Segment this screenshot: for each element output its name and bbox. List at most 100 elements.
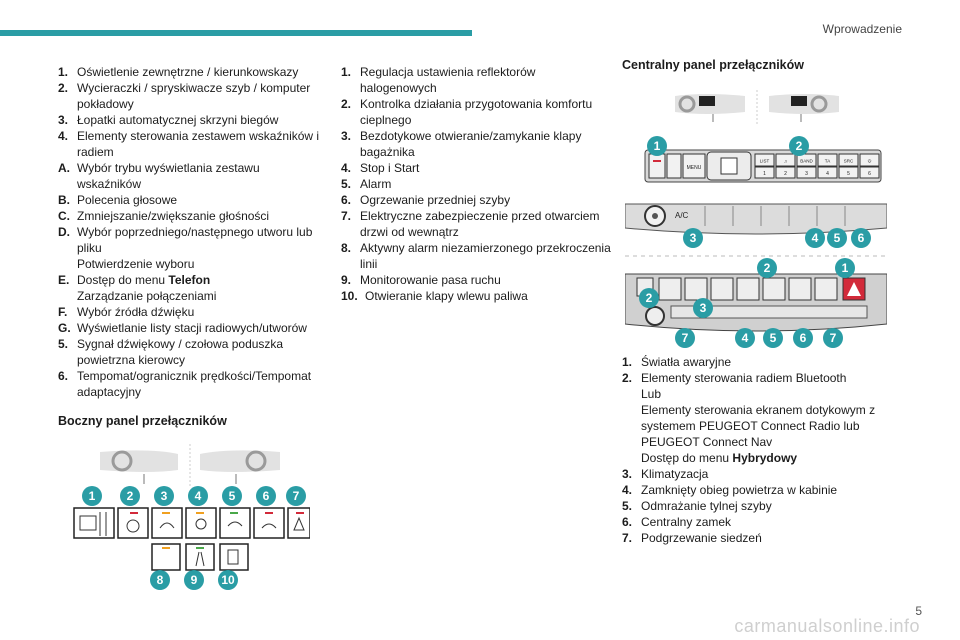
list-item-key: 10. — [341, 289, 358, 303]
radio-button — [838, 153, 859, 167]
callout-badge: 4 — [735, 328, 755, 348]
list-item-text: Klimatyzacja — [641, 466, 892, 482]
list-item-text: Stop i Start — [360, 160, 611, 176]
callout-badge-number: 1 — [89, 489, 96, 503]
list-item: 8.Aktywny alarm niezamierzonego przekroc… — [341, 240, 611, 272]
list-item-text: Zamknięty obieg powietrza w kabinie — [641, 482, 892, 498]
list-item-line: Regulacja ustawienia reflektorów halogen… — [360, 65, 536, 95]
list-item-text: Centralny zamek — [641, 514, 892, 530]
list-item-line: Elementy sterowania radiem Bluetooth — [641, 371, 847, 385]
list-item-line: Odmrażanie tylnej szyby — [641, 499, 772, 513]
list-item: C.Zmniejszanie/zwiększanie głośności — [58, 208, 320, 224]
list-item-line: Wybór źródła dźwięku — [77, 305, 195, 319]
list-item: 6.Tempomat/ogranicznik prędkości/Tempoma… — [58, 368, 320, 400]
callout-badge-number: 10 — [221, 573, 235, 587]
list-item-text: Łopatki automatycznej skrzyni biegów — [77, 112, 320, 128]
list-item-line: Zarządzanie połączeniami — [77, 289, 217, 303]
menu-name-bold: Telefon — [165, 273, 211, 287]
list-item-text: Wyświetlanie listy stacji radiowych/utwo… — [77, 320, 320, 336]
list-item-key: 1. — [622, 355, 633, 369]
callout-badge: 7 — [675, 328, 695, 348]
callout-badge-number: 3 — [700, 301, 707, 315]
callout-badge: 3 — [683, 228, 703, 248]
list-item-text: Bezdotykowe otwieranie/zamykanie klapy b… — [360, 128, 611, 160]
preset-button — [838, 166, 859, 179]
list-item: 5.Sygnał dźwiękowy / czołowa poduszka po… — [58, 336, 320, 368]
radio-button — [754, 153, 775, 167]
callout-badge: 2 — [120, 486, 140, 506]
list-item-line: Lub — [641, 387, 662, 401]
list-item-line: Zmniejszanie/zwiększanie głośności — [77, 209, 270, 223]
list-item-text: Sygnał dźwiękowy / czołowa poduszka powi… — [77, 336, 320, 368]
list-item-text: Regulacja ustawienia reflektorów halogen… — [360, 64, 611, 96]
list-item: A.Wybór trybu wyświetlania zestawu wskaź… — [58, 160, 320, 192]
list-item: 1.Regulacja ustawienia reflektorów halog… — [341, 64, 611, 96]
list-item-text: Ogrzewanie przedniej szyby — [360, 192, 611, 208]
preset-button — [796, 166, 817, 179]
list-item: 7.Elektryczne zabezpieczenie przed otwar… — [341, 208, 611, 240]
callout-badge-number: 2 — [764, 261, 771, 275]
list-item-text: Kontrolka działania przygotowania komfor… — [360, 96, 611, 128]
list-item-text: Aktywny alarm niezamierzonego przekrocze… — [360, 240, 611, 272]
callout-badge: 7 — [286, 486, 306, 506]
list-item: 5.Odmrażanie tylnej szyby — [622, 498, 892, 514]
preset-number: 1 — [763, 171, 766, 177]
preset-button — [775, 166, 796, 179]
center-dashboard-left-pictogram — [675, 94, 745, 122]
lower-switch-row — [151, 543, 249, 571]
list-item-line: Wyświetlanie listy stacji radiowych/utwo… — [77, 321, 307, 335]
callout-badge-number: 7 — [293, 489, 300, 503]
callout-badge-number: 6 — [858, 231, 865, 245]
callout-badge: 2 — [639, 288, 659, 308]
list-item-line: Elementy sterowania ekranem dotykowym z … — [641, 403, 876, 449]
list-item-line: Bezdotykowe otwieranie/zamykanie klapy b… — [360, 129, 582, 159]
list-item: 3.Klimatyzacja — [622, 466, 892, 482]
menu-label: MENU — [687, 165, 702, 171]
list-item-line: Dostęp do menu Hybrydowy — [641, 451, 798, 465]
list-item-line: Elektryczne zabezpieczenie przed otwarci… — [360, 209, 600, 239]
ac-label: A/C — [675, 211, 689, 220]
list-item-key: F. — [58, 305, 68, 319]
list-item: 4.Elementy sterowania zestawem wskaźnikó… — [58, 128, 320, 160]
list-item-key: 1. — [58, 65, 69, 79]
list-item-line: Światła awaryjne — [641, 355, 732, 369]
preset-number: 6 — [868, 171, 871, 177]
list-item-key: 3. — [58, 113, 69, 127]
list-item: 3. Łopatki automatycznej skrzyni biegów — [58, 112, 320, 128]
climate-panel: A/C — [625, 203, 887, 235]
preset-button — [754, 166, 775, 179]
callout-badge: 7 — [823, 328, 843, 348]
callout-badge-number: 5 — [770, 331, 777, 345]
list-item: F. Wybór źródła dźwięku — [58, 304, 320, 320]
list-item-key: 2. — [58, 81, 69, 95]
callout-badge-number: 6 — [263, 489, 270, 503]
radio-button — [859, 153, 880, 167]
preset-button — [859, 166, 880, 179]
list-item-text: Światła awaryjne — [641, 354, 892, 370]
list-item-line: Wybór trybu wyświetlania zestawu wskaźni… — [77, 161, 260, 191]
callout-badge-number: 1 — [842, 261, 849, 275]
callout-badge: 8 — [150, 570, 170, 590]
callout-badge: 9 — [184, 570, 204, 590]
list-item-line: Aktywny alarm niezamierzonego przekrocze… — [360, 241, 611, 271]
list-item-line: Klimatyzacja — [641, 467, 709, 481]
preset-number: 2 — [784, 171, 787, 177]
menu-name-bold: Hybrydowy — [729, 451, 798, 465]
callout-badge: 5 — [827, 228, 847, 248]
callout-badge-number: 5 — [229, 489, 236, 503]
list-item-key: 2. — [622, 371, 633, 385]
callout-badge: 2 — [789, 136, 809, 156]
radio-button-label: ♫ — [784, 159, 787, 164]
radio-button-label: LIST — [760, 159, 770, 164]
page-number: 5 — [915, 604, 922, 618]
side-panel-legend: 1.Regulacja ustawienia reflektorów halog… — [341, 64, 611, 304]
callout-badge: 6 — [851, 228, 871, 248]
center-dashboard-right-pictogram — [769, 94, 839, 122]
radio-button-label: BAND — [800, 159, 813, 164]
list-item-key: 6. — [58, 369, 69, 383]
list-item-key: 4. — [341, 161, 352, 175]
